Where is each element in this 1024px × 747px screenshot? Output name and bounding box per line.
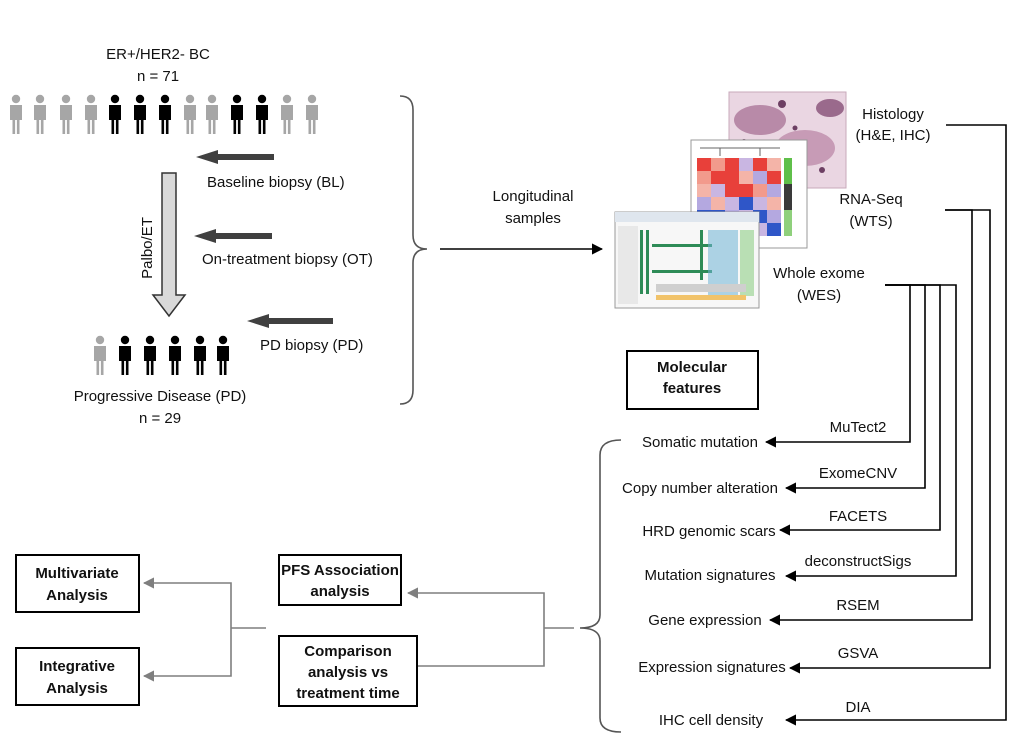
assay-histology-2: (H&E, IHC) bbox=[856, 127, 931, 144]
multivariate-analysis-2: Analysis bbox=[46, 587, 108, 604]
person-icon bbox=[34, 94, 46, 134]
assay-rnaseq-1: RNA-Seq bbox=[839, 191, 902, 208]
pd-biopsy-arrow bbox=[247, 314, 333, 328]
on-treatment-biopsy-arrow bbox=[194, 229, 272, 243]
comparison-arrow bbox=[406, 628, 545, 672]
integrative-analysis-2: Analysis bbox=[46, 680, 108, 697]
person-icon bbox=[119, 335, 131, 375]
longitudinal-label-2: samples bbox=[505, 210, 561, 227]
person-icon bbox=[159, 94, 171, 134]
person-icon bbox=[10, 94, 22, 134]
person-icon bbox=[306, 94, 318, 134]
molecular-features-box bbox=[626, 350, 759, 410]
person-icon bbox=[256, 94, 268, 134]
feature-label: Expression signatures bbox=[638, 659, 786, 676]
tool-label: ExomeCNV bbox=[819, 465, 897, 482]
baseline-biopsy-arrow bbox=[196, 150, 274, 164]
person-icon bbox=[109, 94, 121, 134]
baseline-cohort-icons bbox=[10, 94, 318, 134]
pfs-arrow bbox=[406, 587, 545, 628]
biopsy-label-on-treatment: On-treatment biopsy (OT) bbox=[202, 251, 373, 268]
cohort-n-start: n = 71 bbox=[137, 68, 179, 85]
person-icon bbox=[184, 94, 196, 134]
multivariate-analysis-box bbox=[15, 554, 140, 613]
person-icon bbox=[94, 335, 106, 375]
person-icon bbox=[85, 94, 97, 134]
cohort-n-end: n = 29 bbox=[139, 410, 181, 427]
exomecnv-connector bbox=[784, 284, 926, 494]
feature-label: Mutation signatures bbox=[645, 567, 776, 584]
multivariate-analysis-1: Multivariate bbox=[35, 565, 118, 582]
person-icon bbox=[217, 335, 229, 375]
comparison-analysis-box bbox=[278, 635, 418, 707]
treatment-down-arrow bbox=[151, 172, 187, 318]
molecular-features-title-1: Molecular bbox=[657, 359, 727, 376]
features-brace bbox=[579, 439, 622, 733]
biopsy-label-pd: PD biopsy (PD) bbox=[260, 337, 363, 354]
assay-rnaseq-2: (WTS) bbox=[849, 213, 892, 230]
person-icon bbox=[144, 335, 156, 375]
cohort-end-title: Progressive Disease (PD) bbox=[74, 388, 247, 405]
tool-label: FACETS bbox=[829, 508, 887, 525]
feature-label: HRD genomic scars bbox=[642, 523, 775, 540]
biopsy-label-baseline: Baseline biopsy (BL) bbox=[207, 174, 345, 191]
feature-label: Copy number alteration bbox=[622, 480, 778, 497]
person-icon bbox=[281, 94, 293, 134]
longitudinal-label-1: Longitudinal bbox=[493, 188, 574, 205]
treatment-label: Palbo/ET bbox=[139, 217, 156, 279]
person-icon bbox=[60, 94, 72, 134]
comparison-analysis-3: treatment time bbox=[296, 685, 399, 702]
tool-label: DIA bbox=[845, 699, 870, 716]
mutect2-connector bbox=[764, 284, 911, 448]
person-icon bbox=[194, 335, 206, 375]
analysis-connectors bbox=[142, 577, 574, 682]
feature-label: Somatic mutation bbox=[642, 434, 758, 451]
samples-brace bbox=[399, 95, 428, 405]
cohort-title: ER+/HER2- BC bbox=[106, 46, 210, 63]
comparison-analysis-2: analysis vs bbox=[308, 664, 388, 681]
person-icon bbox=[169, 335, 181, 375]
wes-image bbox=[614, 211, 760, 309]
pd-cohort-icons bbox=[94, 335, 229, 375]
feature-label: Gene expression bbox=[648, 612, 761, 629]
tool-label: GSVA bbox=[838, 645, 879, 662]
facets-connector bbox=[778, 284, 941, 536]
pfs-analysis-2: analysis bbox=[310, 583, 369, 600]
pfs-analysis-1: PFS Association bbox=[281, 562, 399, 579]
assay-wes-2: (WES) bbox=[797, 287, 841, 304]
comparison-analysis-1: Comparison bbox=[304, 643, 392, 660]
tool-label: MuTect2 bbox=[830, 419, 887, 436]
person-icon bbox=[206, 94, 218, 134]
integrative-arrow bbox=[142, 628, 232, 682]
assay-connectors bbox=[764, 124, 1007, 726]
dia-connector bbox=[784, 124, 1007, 726]
multivariate-arrow bbox=[142, 577, 232, 628]
person-icon bbox=[231, 94, 243, 134]
tool-label: deconstructSigs bbox=[805, 553, 912, 570]
person-icon bbox=[134, 94, 146, 134]
molecular-features-title-2: features bbox=[663, 380, 721, 397]
integrative-analysis-1: Integrative bbox=[39, 658, 115, 675]
integrative-analysis-box bbox=[15, 647, 140, 706]
pfs-analysis-box bbox=[278, 554, 402, 606]
assay-histology-1: Histology bbox=[862, 106, 924, 123]
feature-label: IHC cell density bbox=[659, 712, 764, 729]
rsem-connector bbox=[768, 209, 973, 626]
tool-label: RSEM bbox=[836, 597, 879, 614]
assay-wes-1: Whole exome bbox=[773, 265, 865, 282]
